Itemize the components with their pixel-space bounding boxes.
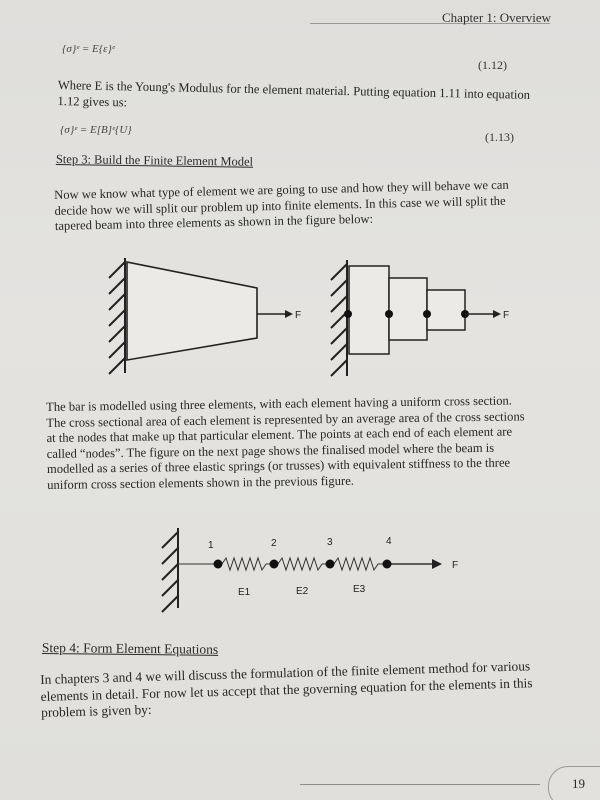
youngs-modulus-paragraph: Where E is the Young's Modulus for the e…: [57, 78, 558, 119]
force-arrowhead: [432, 559, 442, 569]
node-dot: [423, 310, 431, 318]
force-label-right: F: [503, 310, 509, 321]
equation-1-13: {σ}ᵉ = E[B]ᵉ{U}: [60, 124, 132, 136]
node-label-2: 2: [271, 538, 277, 549]
element-label-e3: E3: [353, 584, 366, 595]
equation-number-1-12: (1.12): [478, 58, 507, 72]
page-number-tab: [548, 766, 600, 800]
force-arrow-right: [465, 310, 501, 318]
chapter-title: Chapter 1: Overview: [442, 10, 552, 25]
node-label-3: 3: [327, 537, 333, 548]
tapered-beam: [126, 261, 258, 361]
header-rule: [310, 23, 550, 24]
footer-rule: [300, 784, 540, 785]
node-dot: [269, 559, 279, 569]
element-block-3: [426, 289, 466, 331]
fixed-wall-right: [330, 260, 348, 377]
bar-model-paragraph: The bar is modelled using three elements…: [46, 393, 575, 493]
node-dot: [213, 559, 223, 569]
element-block-2: [388, 277, 428, 341]
element-block-1: [348, 265, 390, 355]
tapered-beam-figure: F F: [108, 258, 509, 377]
step-4-heading: Step 4: Form Element Equations: [41, 640, 219, 657]
force-label-spring: F: [452, 560, 458, 571]
spring-model-figure: 1 2 3 4 E1 E2 E3 F: [161, 528, 458, 613]
fixed-wall-left: [108, 258, 126, 375]
node-dot: [382, 559, 392, 569]
page-number: 19: [572, 776, 585, 791]
element-label-e1: E1: [238, 587, 251, 598]
node-dot: [385, 310, 393, 318]
step-4-paragraph: In chapters 3 and 4 we will discuss the …: [40, 657, 581, 722]
node-dot: [325, 559, 335, 569]
force-arrow-left: [257, 310, 293, 318]
step-3-heading: Step 3: Build the Finite Element Model: [55, 152, 254, 169]
node-dot: [344, 310, 352, 318]
fixed-wall-spring: [161, 528, 179, 613]
node-label-1: 1: [208, 540, 214, 551]
equation-number-1-13: (1.13): [485, 130, 514, 144]
node-label-4: 4: [386, 536, 392, 547]
element-label-e2: E2: [296, 586, 309, 597]
force-label-left: F: [295, 310, 301, 321]
spring-line: [178, 556, 432, 572]
equation-1-12: {σ}ᵉ = E{ε}ᵉ: [62, 43, 115, 55]
step-3-paragraph: Now we know what type of element we are …: [54, 176, 565, 234]
